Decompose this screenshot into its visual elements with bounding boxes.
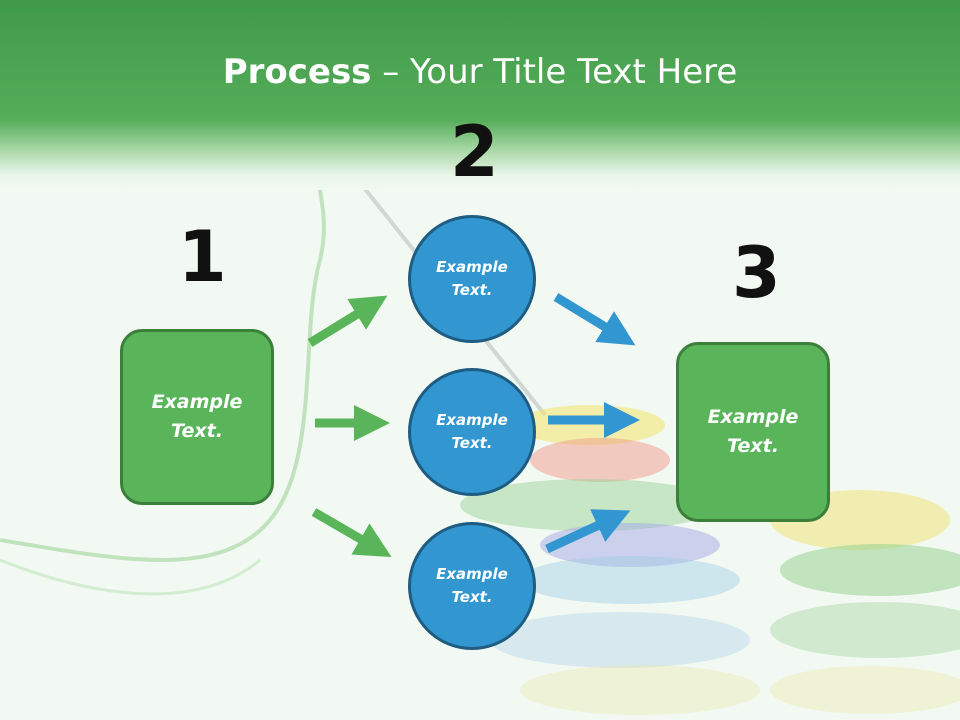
slide-title: Process – Your Title Text Here (0, 52, 960, 92)
step-2-circle-middle[interactable]: Example Text. (408, 368, 536, 496)
circle-middle-label: Example Text. (436, 411, 508, 452)
arrow-1-to-bottom (311, 508, 392, 558)
step-number-1: 1 (178, 216, 227, 298)
step-number-3: 3 (732, 232, 781, 314)
title-rest: – Your Title Text Here (371, 52, 738, 92)
step-2-circle-top[interactable]: Example Text. (408, 215, 536, 343)
step-1-label: Example Text. (151, 391, 243, 442)
step-2-circle-bottom[interactable]: Example Text. (408, 522, 536, 650)
step-3-box[interactable]: Example Text. (676, 342, 830, 522)
header-band (0, 0, 960, 190)
arrow-1-to-top (307, 295, 388, 347)
circle-bottom-label: Example Text. (436, 565, 508, 606)
circle-top-label: Example Text. (436, 258, 508, 299)
step-1-box[interactable]: Example Text. (120, 329, 274, 505)
step-3-label: Example Text. (707, 406, 799, 457)
arrow-bottom-to-3 (545, 509, 631, 554)
arrow-top-to-3 (553, 293, 636, 346)
title-bold: Process (222, 52, 372, 92)
step-number-2: 2 (450, 111, 499, 193)
